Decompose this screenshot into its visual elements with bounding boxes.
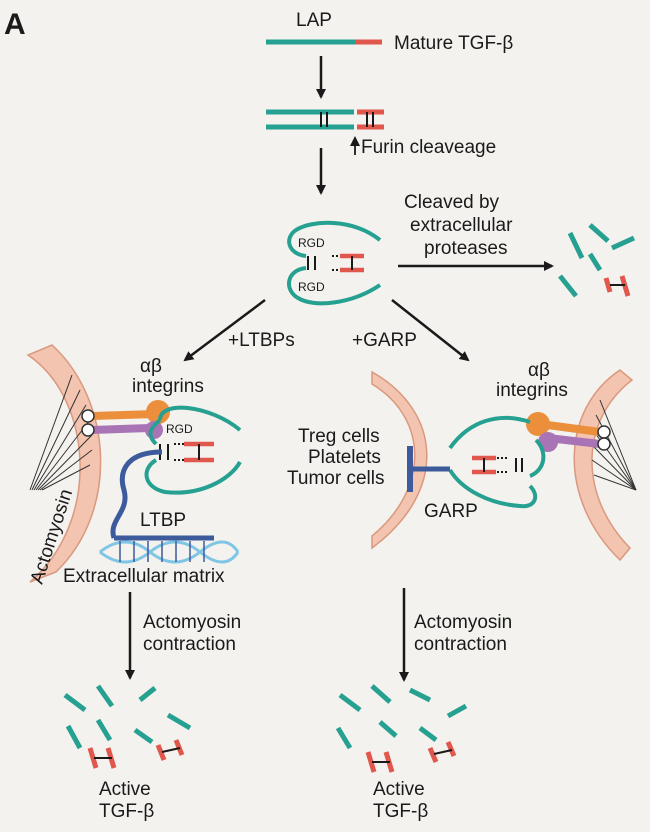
rgd-label-left: RGD (166, 422, 193, 436)
latent-tgf-beta-complex (287, 220, 382, 306)
right-actin-fibers (591, 399, 637, 491)
furin-cleavage-label: Furin cleaveage (361, 137, 496, 158)
contraction-right-line2: contraction (414, 634, 507, 655)
cells-label-line2: Platelets (308, 447, 381, 468)
left-cell-membrane (26, 344, 102, 583)
integrins-left-alpha-beta: αβ (140, 356, 162, 377)
ltbps-label: +LTBPs (228, 330, 295, 351)
contraction-right-line1: Actomyosin (414, 612, 512, 633)
active-right-line2: TGF-β (373, 801, 428, 822)
garp-cell-membrane (371, 370, 428, 550)
right-integrin (526, 412, 611, 452)
arrow-garp-branch (391, 299, 470, 362)
extracellular-matrix (99, 540, 240, 564)
active-tgf-beta-left-fragments (63, 684, 192, 769)
extracellular-matrix-label: Extracellular matrix (63, 566, 225, 587)
protease-fragments (558, 223, 636, 298)
garp-label: GARP (424, 501, 478, 522)
cleaved-label-line3: proteases (424, 238, 507, 259)
active-tgf-beta-right-fragments (335, 684, 468, 773)
cells-label-line1: Treg cells (298, 426, 380, 447)
integrins-right-alpha-beta: αβ (528, 360, 550, 381)
cells-label-line3: Tumor cells (287, 468, 384, 489)
cleaved-label-line2: extracellular (410, 215, 513, 236)
active-right-line1: Active (373, 779, 425, 800)
left-latent-complex (144, 405, 242, 495)
arrow-ltbp-branch (183, 299, 266, 362)
contraction-left-line2: contraction (143, 634, 236, 655)
active-left-line1: Active (99, 779, 151, 800)
left-actin-fibers (29, 374, 93, 491)
rgd-label-bottom: RGD (298, 280, 325, 294)
lap-label: LAP (296, 10, 332, 31)
active-left-line2: TGF-β (99, 801, 154, 822)
mature-tgf-beta-label: Mature TGF-β (394, 33, 513, 54)
ltbp-label: LTBP (140, 510, 186, 531)
left-integrin (81, 400, 170, 439)
garp-protein (407, 446, 450, 492)
garp-latent-complex (448, 415, 546, 509)
right-cell-membrane (573, 369, 634, 562)
rgd-label-top: RGD (298, 236, 325, 250)
precursor-dimer (266, 109, 384, 130)
integrins-right-label: integrins (496, 380, 568, 401)
integrins-left-label: integrins (132, 376, 204, 397)
ltbp-protein (110, 449, 214, 541)
contraction-left-line1: Actomyosin (143, 612, 241, 633)
panel-letter: A (4, 8, 26, 41)
cleaved-label-line1: Cleaved by (404, 192, 500, 213)
garp-path-label: +GARP (352, 330, 417, 351)
